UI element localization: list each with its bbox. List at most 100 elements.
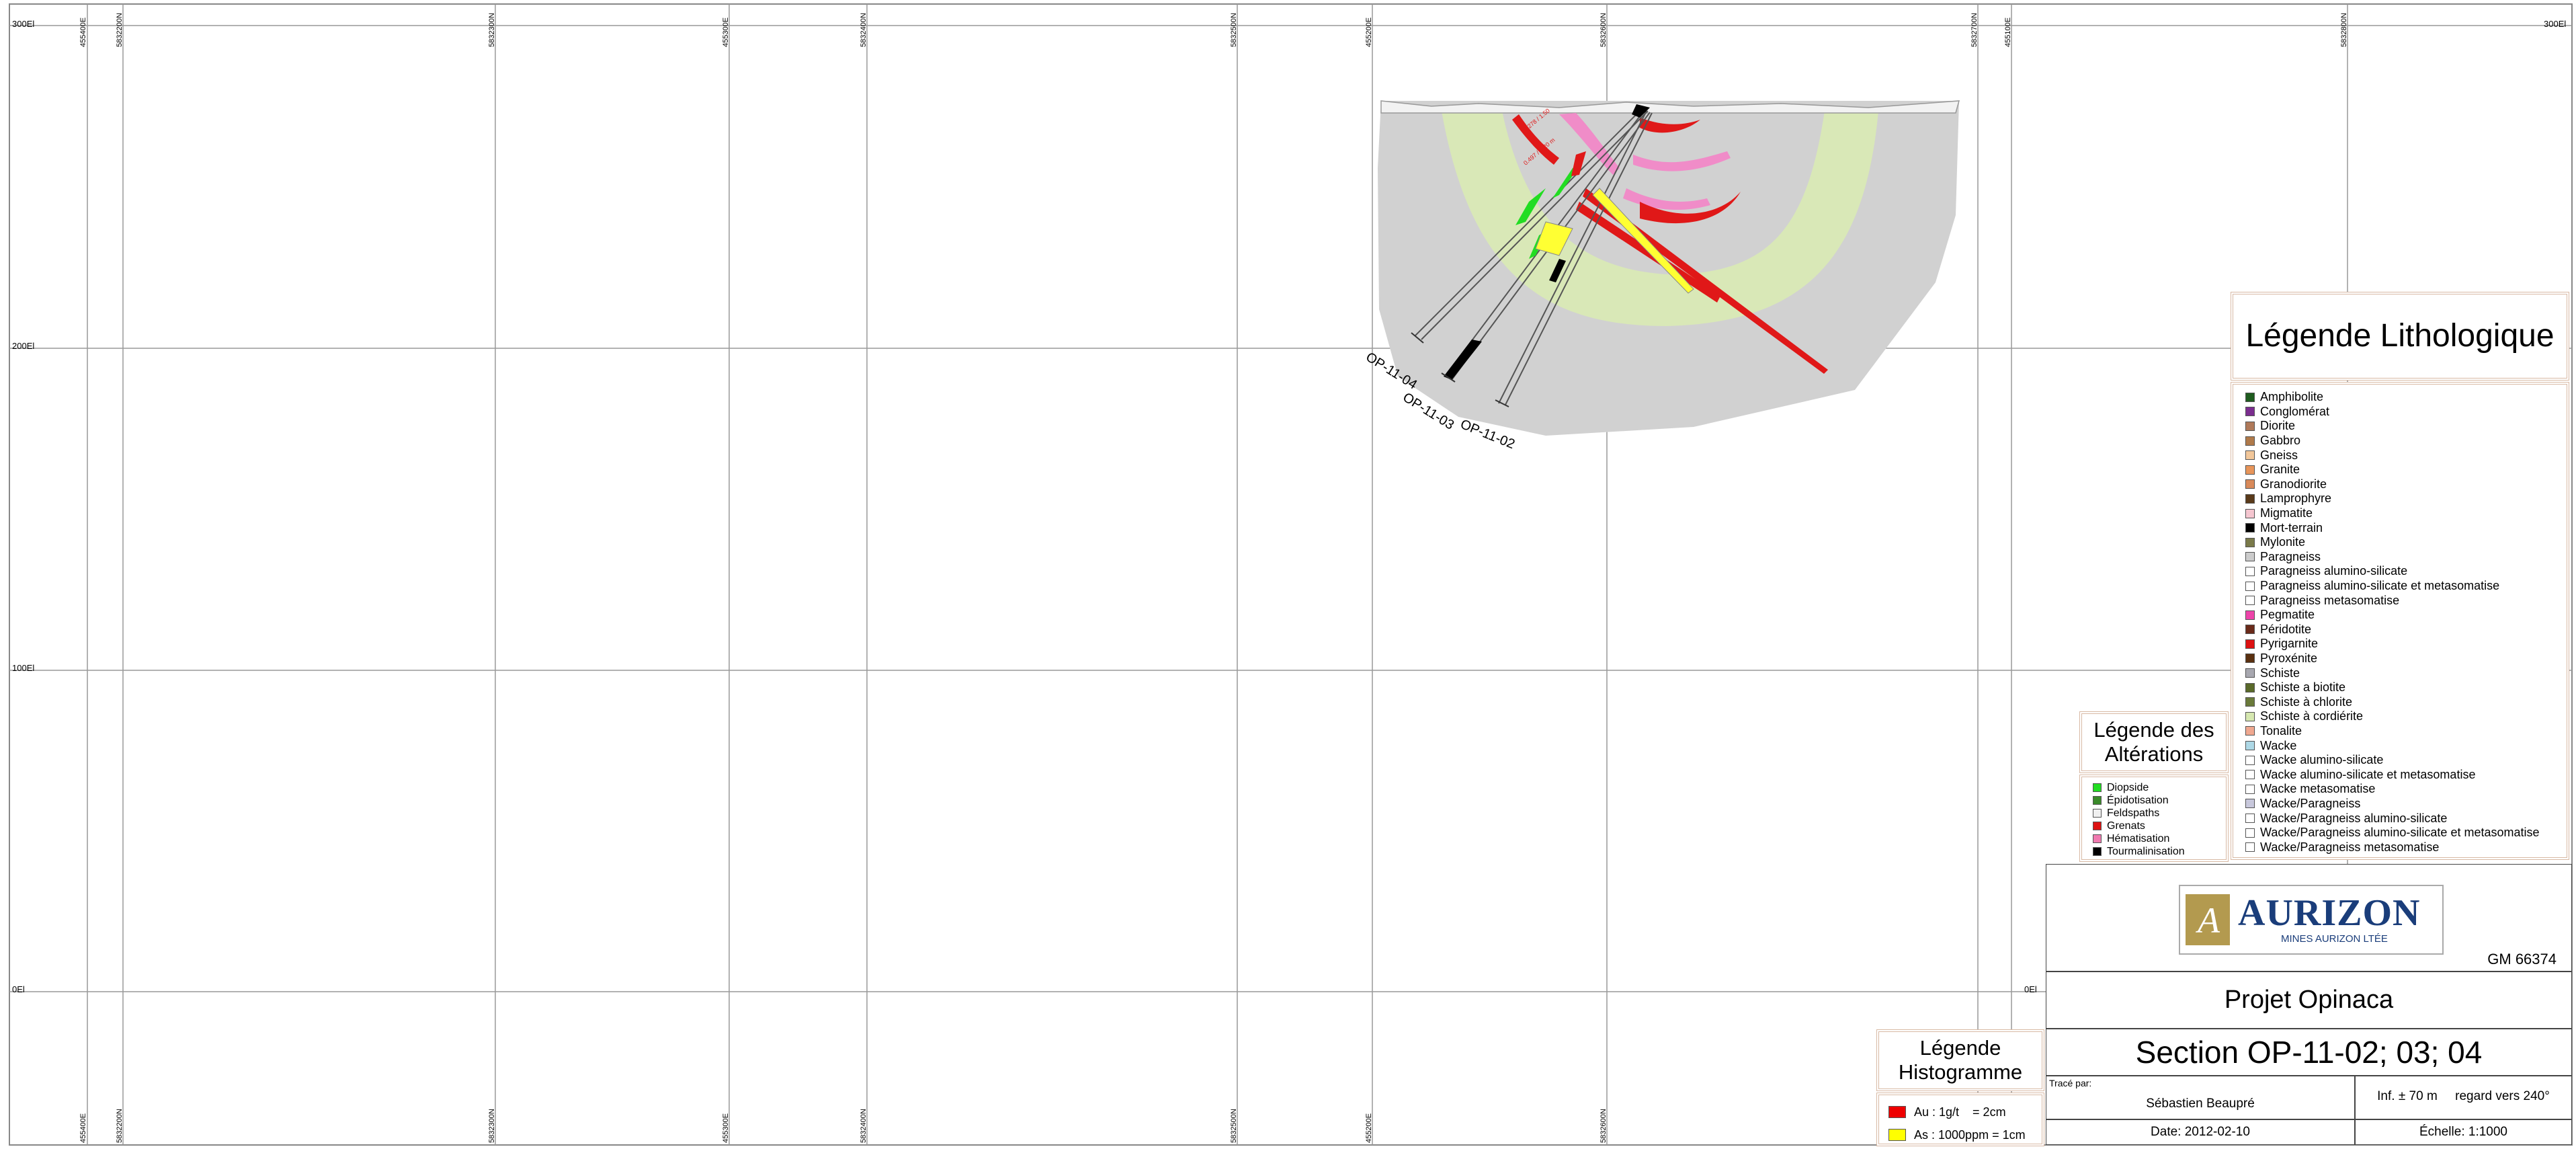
grid-label-top: 455100E <box>2004 17 2012 47</box>
lithology-legend-item-label: Paragneiss alumino-silicate et metasomat… <box>2260 579 2500 593</box>
author-name: Sébastien Beaupré <box>2146 1097 2255 1111</box>
alteration-legend-title-box: Légende des Altérations <box>2079 711 2229 773</box>
histogram-legend-item: Au : 1g/t = 2cm <box>1888 1101 2042 1123</box>
lithology-legend-item-label: Paragneiss <box>2260 549 2321 563</box>
lithology-legend-item-label: Wacke alumino-silicate et metasomatise <box>2260 767 2476 781</box>
topographic-surface <box>1380 100 1960 114</box>
grid-label-bottom: 455300E <box>722 1113 730 1143</box>
lithology-legend-item-label: Schiste à cordiérite <box>2260 709 2364 723</box>
elevation-label-0: 0El <box>12 984 25 994</box>
lithology-legend-item-swatch <box>2245 508 2255 518</box>
lithology-legend-item: Wacke <box>2245 738 2567 753</box>
lithology-legend-item-swatch <box>2245 828 2255 838</box>
lithology-legend-item: Pegmatite <box>2245 608 2567 623</box>
traced-by-label: Tracé par: <box>2049 1078 2092 1088</box>
lithology-legend-item-label: Pyrigarnite <box>2260 637 2319 651</box>
lithology-legend-item-swatch <box>2245 755 2255 765</box>
grid-label-top: 455200E <box>1365 17 1373 47</box>
lithology-legend-item-swatch <box>2245 668 2255 678</box>
lithology-legend-item: Gabbro <box>2245 434 2567 448</box>
lithology-legend-item: Wacke/Paragneiss <box>2245 797 2567 811</box>
lithology-legend-item: Wacke/Paragneiss metasomatise <box>2245 840 2567 855</box>
garnet-zone-1 <box>1640 118 1700 133</box>
alteration-legend-item-swatch <box>2093 822 2102 830</box>
lithology-legend-item-label: Schiste a biotite <box>2260 680 2346 695</box>
lithology-legend-item: Péridotite <box>2245 623 2567 637</box>
lithology-legend-item-swatch <box>2245 523 2255 533</box>
view-panel: Inf. ± 70 m regard vers 240° <box>2355 1076 2572 1119</box>
lithology-legend-item: Paragneiss alumino-silicate <box>2245 564 2567 579</box>
garnet-zone-3 <box>1512 114 1559 165</box>
lithology-legend-item-label: Wacke/Paragneiss metasomatise <box>2260 840 2440 854</box>
grid-label-bottom: 5832600N <box>1599 1109 1608 1143</box>
lithology-legend-item-swatch <box>2245 711 2255 721</box>
lithology-legend-item-label: Granodiorite <box>2260 477 2327 491</box>
lithology-legend-item: Pyroxénite <box>2245 651 2567 666</box>
arsenic-histogram <box>1535 221 1573 256</box>
lithology-legend-item-swatch <box>2245 610 2255 620</box>
arsenic-histogram-2 <box>1592 188 1694 294</box>
lithology-legend-item-label: Paragneiss alumino-silicate <box>2260 564 2408 578</box>
alteration-legend-item: Épidotisation <box>2093 794 2226 807</box>
lithology-legend-item-swatch <box>2245 682 2255 692</box>
aurizon-emblem-glyph: A <box>2198 900 2220 941</box>
lithology-legend-item: Mort-terrain <box>2245 520 2567 535</box>
lithology-legend-item-label: Pegmatite <box>2260 608 2315 622</box>
alteration-legend-item: Diopside <box>2093 781 2226 794</box>
project-name: Projet Opinaca <box>2224 986 2394 1014</box>
lithology-legend-title: Légende Lithologique <box>2245 318 2554 354</box>
grid-label-top: 5832800N <box>2340 13 2348 47</box>
lithology-legend-item-label: Lamprophyre <box>2260 491 2332 506</box>
drawing-scale: Échelle: 1:1000 <box>2419 1125 2507 1139</box>
lithology-legend-item-label: Wacke <box>2260 738 2297 752</box>
lithology-legend-item: Paragneiss metasomatise <box>2245 593 2567 608</box>
lithology-legend-item-label: Wacke metasomatise <box>2260 782 2376 796</box>
lithology-legend-item-swatch <box>2245 392 2255 402</box>
scale-panel: Échelle: 1:1000 <box>2355 1119 2572 1145</box>
histogram-legend-item-swatch <box>1888 1106 1906 1118</box>
lithology-legend-item: Pyrigarnite <box>2245 637 2567 651</box>
section-panel: Section OP-11-02; 03; 04 <box>2046 1029 2572 1076</box>
lithology-legend-item: Schiste a biotite <box>2245 680 2567 695</box>
lithology-legend-item-label: Paragneiss metasomatise <box>2260 593 2400 607</box>
grid-label-bottom: 5832500N <box>1230 1109 1238 1143</box>
grid-label-bottom: 5832200N <box>116 1109 124 1143</box>
lithology-legend-item-swatch <box>2245 799 2255 809</box>
alteration-legend-item-label: Tourmalinisation <box>2107 845 2185 857</box>
gm-number: GM 66374 <box>2487 951 2557 967</box>
grid-label-bottom: 455400E <box>79 1113 87 1143</box>
lithology-legend-item-swatch <box>2245 814 2255 824</box>
alteration-legend-item: Grenats <box>2093 820 2226 832</box>
alteration-legend-item: Hématisation <box>2093 832 2226 845</box>
alteration-legend-title-line2: Altérations <box>2104 742 2204 766</box>
alteration-legend-item-swatch <box>2093 796 2102 805</box>
lithology-legend-item-swatch <box>2245 842 2255 853</box>
lithology-legend-item: Lamprophyre <box>2245 491 2567 506</box>
lithology-legend-item-label: Amphibolite <box>2260 390 2324 404</box>
lithology-legend-item-swatch <box>2245 566 2255 576</box>
aurizon-emblem: A <box>2186 894 2230 945</box>
histogram-legend-item-label: As : 1000ppm = 1cm <box>1914 1127 2026 1142</box>
grid-label-top: 5832300N <box>488 13 496 47</box>
lithology-legend-item-swatch <box>2245 726 2255 736</box>
lithology-legend-item-label: Schiste à chlorite <box>2260 695 2353 709</box>
lithology-legend-item-swatch <box>2245 741 2255 751</box>
drawing-date: Date: 2012-02-10 <box>2151 1125 2250 1139</box>
lithology-legend-item-swatch <box>2245 596 2255 606</box>
traced-by-panel: Tracé par: Sébastien Beaupré <box>2046 1076 2355 1119</box>
lithology-legend-item: Wacke alumino-silicate et metasomatise <box>2245 767 2567 782</box>
lithology-legend-item-swatch <box>2245 784 2255 794</box>
grid-label-top: 5832700N <box>1970 13 1979 47</box>
alteration-legend-title-line1: Légende des <box>2093 718 2214 742</box>
lithology-legend-item: Granite <box>2245 463 2567 477</box>
lithology-legend-item-label: Schiste <box>2260 666 2300 680</box>
lithology-legend-item-label: Pyroxénite <box>2260 651 2318 665</box>
histogram-legend-title-box: Légende Histogramme <box>1876 1029 2044 1091</box>
grid-label-top: 5832600N <box>1599 13 1608 47</box>
lithology-legend-item-label: Tonalite <box>2260 723 2302 738</box>
lithology-legend-item-swatch <box>2245 407 2255 417</box>
mort-terrain-collar <box>1632 104 1650 118</box>
